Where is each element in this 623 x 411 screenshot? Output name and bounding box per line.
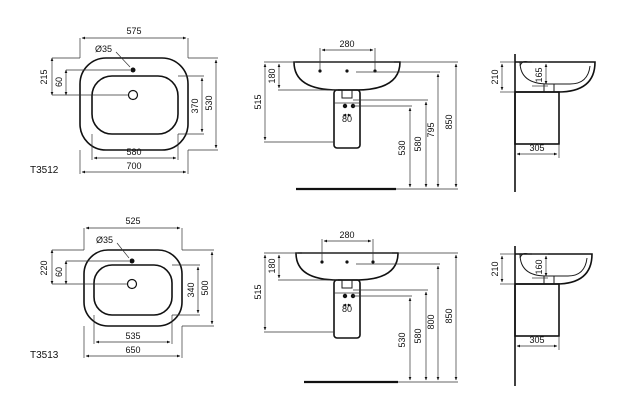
side-view-t3513: 210 160 305 xyxy=(490,246,593,386)
dim-front-left-total: 515 xyxy=(253,284,263,299)
dim-front-top: 280 xyxy=(339,39,354,49)
dim-bottom-outer: 650 xyxy=(125,345,140,355)
dim-right-inner: 370 xyxy=(190,98,200,113)
dim-front-v2: 580 xyxy=(413,328,423,343)
model-code: T3512 xyxy=(30,165,59,176)
basin-outer-outline xyxy=(83,249,183,327)
dim-overall-top: 525 xyxy=(125,216,140,226)
dim-bottom-inner: 535 xyxy=(125,331,140,341)
dim-left-inner: 60 xyxy=(54,77,64,87)
dim-right-outer: 530 xyxy=(204,95,214,110)
pedestal-side xyxy=(514,283,560,337)
dim-bottom-inner: 580 xyxy=(126,147,141,157)
dim-right-outer: 500 xyxy=(200,280,210,295)
tap-hole xyxy=(129,258,135,264)
pedestal-side xyxy=(514,91,560,145)
model-t3513: 525 Ø35 220 60 500 340 535 6 xyxy=(30,216,593,386)
front-view-t3512: 280 180 515 80 530 580 795 85 xyxy=(253,39,458,191)
dim-pedestal: 80 xyxy=(342,114,352,124)
dim-bottom-outer: 700 xyxy=(126,161,141,171)
dim-right-inner: 340 xyxy=(186,282,196,297)
dim-front-left-h: 180 xyxy=(267,68,277,83)
dim-side-right: 160 xyxy=(534,259,544,274)
plan-view-t3513: 525 Ø35 220 60 500 340 535 6 xyxy=(30,216,214,361)
dim-front-v4: 850 xyxy=(444,114,454,129)
model-code: T3513 xyxy=(30,350,59,361)
side-view-t3512: 210 165 305 xyxy=(490,54,596,192)
dim-front-v3: 800 xyxy=(426,314,436,329)
dim-front-v4: 850 xyxy=(444,308,454,323)
model-t3512: 575 Ø35 215 60 530 370 xyxy=(30,26,596,192)
dim-side-left: 210 xyxy=(490,69,500,84)
dim-front-v2: 580 xyxy=(413,136,423,151)
dim-left-outer: 220 xyxy=(39,260,49,275)
dim-hole-diameter: Ø35 xyxy=(96,235,113,245)
basin-bowl-outline xyxy=(91,75,179,135)
dim-front-v1: 530 xyxy=(397,332,407,347)
dim-pedestal: 80 xyxy=(342,304,352,314)
front-view-t3513: 280 180 515 80 530 580 800 850 xyxy=(253,230,458,384)
basin-front-outline xyxy=(295,252,399,281)
basin-bowl-outline xyxy=(93,264,173,316)
drain-hole xyxy=(126,278,138,290)
dim-front-left-total: 515 xyxy=(253,94,263,109)
dim-side-bottom: 305 xyxy=(529,335,544,345)
dim-hole-diameter: Ø35 xyxy=(95,44,112,54)
dim-front-v3: 795 xyxy=(426,122,436,137)
tap-hole xyxy=(130,67,136,73)
dim-side-right: 165 xyxy=(534,67,544,82)
dim-front-top: 280 xyxy=(339,230,354,240)
dim-front-v1: 530 xyxy=(397,140,407,155)
basin-side-outline xyxy=(515,61,596,93)
dim-left-outer: 215 xyxy=(39,69,49,84)
drain-hole xyxy=(127,89,139,101)
dim-left-inner: 60 xyxy=(54,267,64,277)
plan-view-t3512: 575 Ø35 215 60 530 370 xyxy=(30,26,218,176)
dim-side-bottom: 305 xyxy=(529,143,544,153)
dim-overall-top: 575 xyxy=(126,26,141,36)
dim-side-left: 210 xyxy=(490,261,500,276)
basin-outer-outline xyxy=(79,57,189,151)
basin-front-outline xyxy=(293,61,401,91)
dim-front-left-h: 180 xyxy=(267,258,277,273)
